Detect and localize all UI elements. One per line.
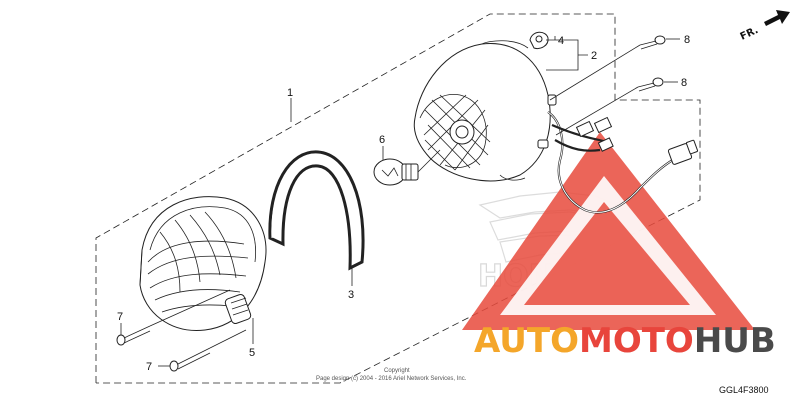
drawing-code: GGL4F3800 — [719, 385, 769, 395]
watermark-brand: AUTOMOTOHUB — [474, 321, 776, 361]
callout-1: 1 — [287, 87, 293, 99]
callout-8-upper: 8 — [684, 34, 690, 46]
axis-line — [209, 329, 247, 349]
callout-6: 6 — [379, 134, 385, 146]
callout-5: 5 — [249, 347, 255, 359]
front-arrow-icon — [764, 10, 790, 26]
callout-7-upper: 7 — [117, 311, 123, 323]
axis-line — [149, 289, 231, 327]
callout-7-lower: 7 — [146, 361, 152, 373]
gasket-3 — [268, 150, 365, 271]
axis-line — [549, 44, 641, 101]
callout-8-lower: 8 — [681, 77, 687, 89]
copyright-line-1: Copyright — [384, 368, 410, 374]
brand-part-auto: AUTO — [474, 321, 579, 361]
callout-3: 3 — [348, 289, 354, 301]
clip-4 — [529, 31, 549, 49]
callout-2: 2 — [591, 50, 597, 62]
front-direction-indicator: FR. — [739, 10, 790, 43]
screw-8-lower — [637, 77, 664, 92]
watermark-triangle — [462, 132, 755, 330]
leader-2 — [546, 39, 588, 71]
callout-4: 4 — [558, 35, 564, 47]
brand-part-moto: MOTO — [579, 321, 694, 361]
copyright-line-2: Page design (c) 2004 - 2016 Ariel Networ… — [316, 376, 467, 382]
wiring-harness — [547, 111, 699, 214]
screw-8-upper — [639, 35, 666, 50]
screw-7-upper — [116, 325, 151, 346]
tail-lens — [139, 196, 267, 331]
axis-line — [555, 86, 639, 136]
lamp-housing — [413, 40, 557, 182]
reflector-5 — [224, 293, 252, 325]
bulb-6 — [373, 158, 419, 186]
brand-part-hub: HUB — [694, 321, 776, 361]
axis-line — [417, 149, 441, 173]
screw-7-lower — [169, 347, 211, 372]
front-label: FR. — [739, 25, 760, 43]
